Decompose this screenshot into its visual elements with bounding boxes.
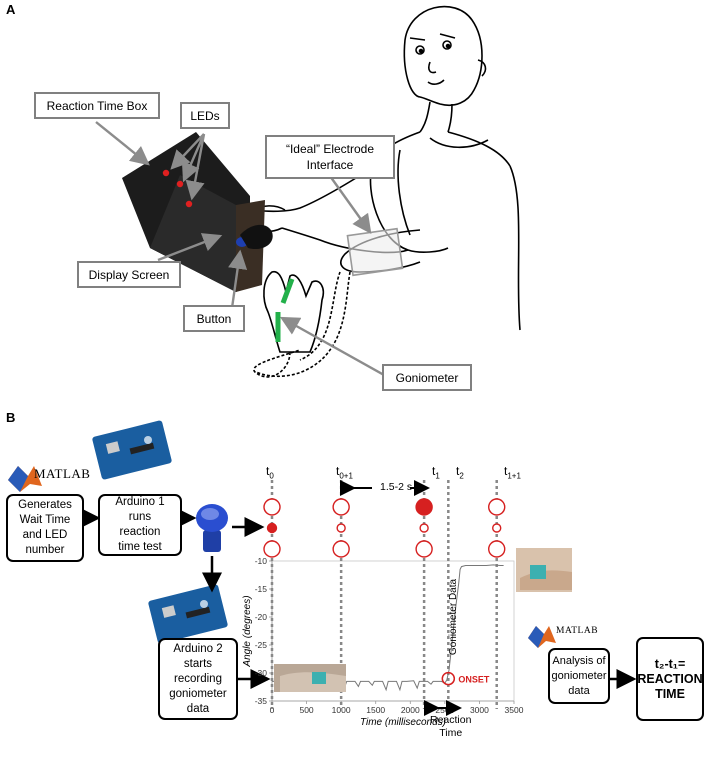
x-tick-label: 2000 <box>401 705 420 715</box>
led-circle <box>332 540 350 558</box>
result-formula: t₂-t₁= <box>654 656 686 671</box>
marker-label-t1: t1 <box>432 464 440 481</box>
matlab-logo-text-small: MATLAB <box>556 626 599 636</box>
led-circle <box>415 498 433 516</box>
x-tick-label: 3000 <box>470 705 489 715</box>
onset-label: ONSET <box>458 675 490 685</box>
person-lower-arm <box>340 227 421 277</box>
led-circle <box>488 540 506 558</box>
box-arduino2: Arduino 2 starts recording goniometer da… <box>158 638 238 720</box>
person-hand <box>253 270 351 378</box>
x-tick-label: 1500 <box>366 705 385 715</box>
matlab-logo-text: MATLAB <box>34 466 91 481</box>
box-arduino1: Arduino 1 runs reaction time test <box>98 494 182 556</box>
result-text: REACTION TIME <box>637 671 703 701</box>
y-axis-label: Angle (degrees) <box>242 595 253 667</box>
marker-label-t1-plus-1: t1+1 <box>504 464 521 481</box>
marker-label-t0: t0 <box>266 464 274 481</box>
arduino-board-1-icon <box>92 420 172 480</box>
push-button-icon <box>196 504 228 552</box>
x-tick-label: 3500 <box>505 705 524 715</box>
marker-label-t0-plus-1: t0+1 <box>336 464 353 481</box>
x-tick-label: 0 <box>270 705 275 715</box>
callout-arrows <box>95 121 385 377</box>
box-reaction-time-result: t₂-t₁= REACTION TIME <box>636 637 704 721</box>
series-label: Goniometer Data <box>448 578 459 655</box>
goniometer-series-line <box>272 564 504 692</box>
led-circle <box>488 498 506 516</box>
y-tick-label: -10 <box>255 556 268 566</box>
y-tick-label: -25 <box>255 640 268 650</box>
label-reaction-time-box: Reaction Time Box <box>34 92 160 119</box>
y-tick-label: -20 <box>255 612 268 622</box>
person-head <box>403 5 487 133</box>
panel-b-letter: B <box>6 410 16 425</box>
x-tick-label: 500 <box>299 705 313 715</box>
box-generates-wait-time: Generates Wait Time and LED number <box>6 494 84 562</box>
label-display-screen: Display Screen <box>77 261 181 288</box>
led-state-circles <box>263 498 506 558</box>
marker-label-t2: t2 <box>456 464 464 481</box>
x-tick-label: 1000 <box>332 705 351 715</box>
led-circle <box>415 540 433 558</box>
photo-inset-end-icon <box>516 548 572 592</box>
y-tick-label: -15 <box>255 584 268 594</box>
label-button: Button <box>183 305 245 332</box>
led-circle <box>492 523 502 533</box>
reaction-time-label: Reaction Time <box>430 714 472 739</box>
matlab-logo-small-icon <box>528 626 556 648</box>
box-analysis: Analysis of goniometer data <box>548 648 610 704</box>
led-circle <box>419 523 429 533</box>
label-goniometer: Goniometer <box>382 364 472 391</box>
led-circle <box>263 540 281 558</box>
panel-a-letter: A <box>6 2 16 17</box>
time-marker-lines <box>270 480 498 709</box>
led-circle <box>263 498 281 516</box>
led-circle <box>332 498 350 516</box>
interval-label: 1.5-2 s <box>380 481 413 493</box>
label-electrode-interface: “Ideal” Electrode Interface <box>265 135 395 179</box>
y-tick-label: -30 <box>255 668 268 678</box>
led-circle <box>336 523 346 533</box>
y-tick-label: -35 <box>255 696 268 706</box>
led-circle <box>266 522 278 534</box>
plot-area <box>271 560 515 702</box>
label-leds: LEDs <box>180 102 230 129</box>
reaction-time-box <box>122 132 273 292</box>
panel-a-illustration <box>95 5 521 378</box>
arduino-board-2-icon <box>148 584 228 644</box>
y-ticks: -10 -15 -20 -25 -30 -35 <box>255 556 272 706</box>
photo-inset-start-icon <box>274 664 346 692</box>
onset-marker <box>441 671 456 686</box>
